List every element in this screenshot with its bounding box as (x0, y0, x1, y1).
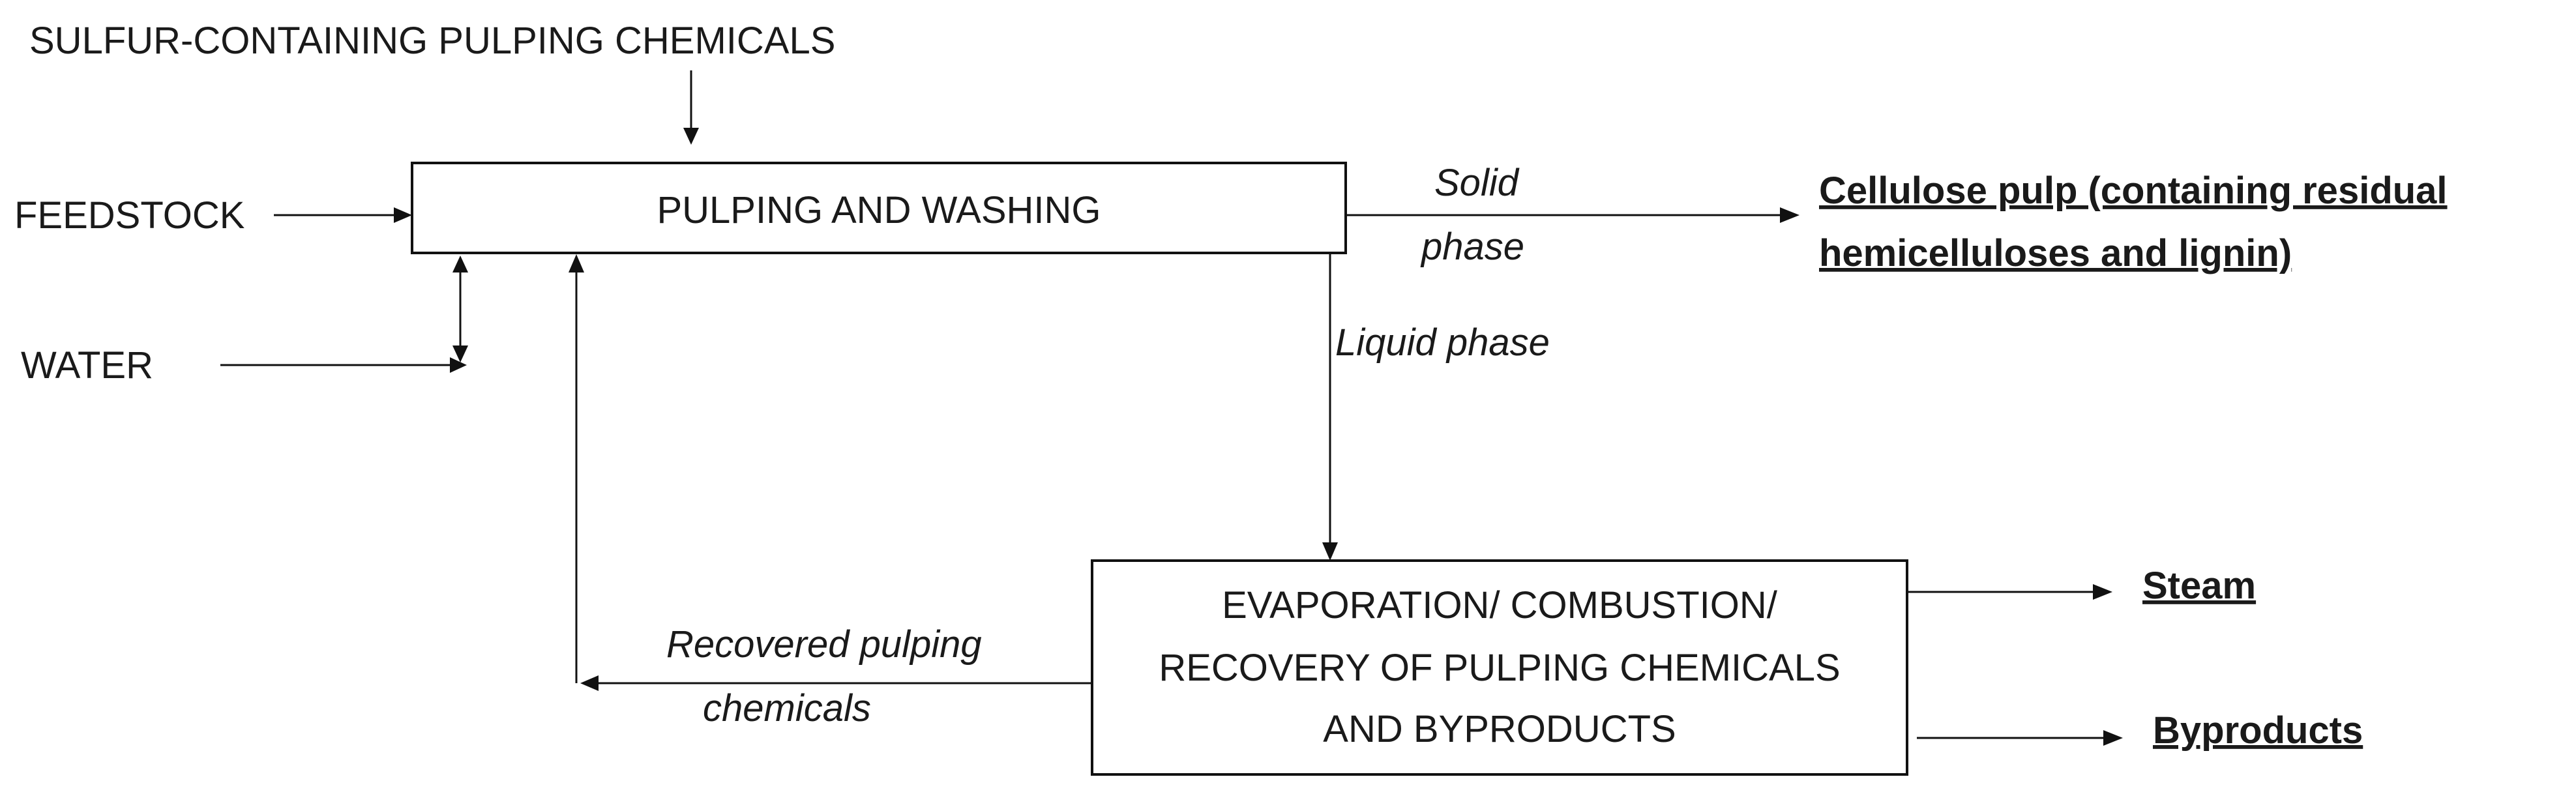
recovery-box (1091, 559, 1908, 776)
recovery-label-line1: EVAPORATION/ COMBUSTION/ (1222, 584, 1778, 626)
liquid-phase-label: Liquid phase (1335, 321, 1550, 364)
recovered-label-line2: chemicals (703, 687, 871, 729)
steam-output-label: Steam (2142, 565, 2256, 607)
water-label: WATER (21, 344, 153, 387)
recovered-label-line1: Recovered pulping (666, 623, 982, 666)
solid-phase-arrow (1346, 207, 1799, 223)
recovered-chemicals-arrow (569, 254, 1092, 691)
byproducts-arrow (1917, 730, 2123, 746)
sulfur-chemicals-arrow (683, 70, 699, 145)
sulfur-chemicals-label: SULFUR-CONTAINING PULPING CHEMICALS (29, 20, 835, 62)
pulping-washing-label: PULPING AND WASHING (657, 189, 1101, 231)
steam-arrow (1907, 584, 2112, 600)
solid-phase-label-line1: Solid (1434, 162, 1520, 204)
pulping-washing-box (411, 162, 1347, 254)
feedstock-label: FEEDSTOCK (14, 194, 245, 237)
water-arrow (220, 256, 468, 373)
recovery-label-line2: RECOVERY OF PULPING CHEMICALS (1159, 647, 1840, 689)
cellulose-output-label-line1: Cellulose pulp (containing residual (1819, 169, 2448, 212)
recovery-label-line3: AND BYPRODUCTS (1323, 708, 1676, 750)
feedstock-arrow (274, 207, 412, 223)
solid-phase-label-line2: phase (1420, 226, 1524, 268)
cellulose-output-label-line2: hemicelluloses and lignin) (1819, 232, 2292, 274)
liquid-phase-arrow (1322, 253, 1338, 561)
byproducts-output-label: Byproducts (2153, 709, 2363, 752)
